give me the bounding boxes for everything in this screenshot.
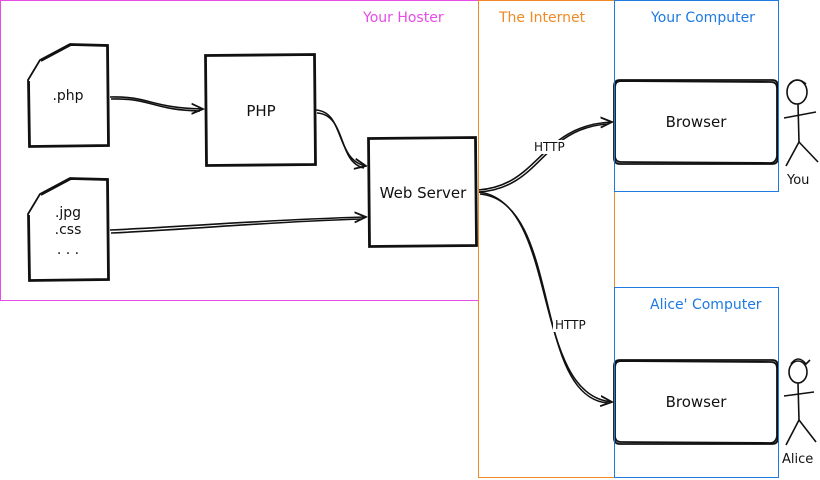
arrow-php-file-to-php bbox=[109, 96, 203, 109]
static-file-label-css: .css bbox=[54, 222, 82, 238]
static-file-label-jpg: .jpg bbox=[54, 205, 82, 221]
web-server-box-shape bbox=[367, 136, 478, 248]
zone-the-internet bbox=[478, 0, 615, 478]
edge-label-http-you: HTTP bbox=[532, 140, 567, 154]
person-label-alice: Alice bbox=[782, 452, 814, 467]
zone-your-computer bbox=[614, 0, 779, 192]
zone-label-your-computer: Your Computer bbox=[651, 10, 755, 26]
static-file-label-ellipsis: . . . bbox=[56, 242, 80, 258]
edge-label-http-alice: HTTP bbox=[553, 318, 588, 332]
php-node-label: PHP bbox=[246, 102, 276, 120]
php-file-shape bbox=[27, 43, 110, 148]
zone-label-the-internet: The Internet bbox=[499, 10, 586, 26]
alice-stick-figure bbox=[783, 358, 817, 446]
zone-alice-computer bbox=[614, 287, 779, 478]
zone-label-alice-computer: Alice' Computer bbox=[650, 297, 762, 313]
arrow-web-server-to-browser-you bbox=[477, 122, 612, 191]
arrow-static-to-web-server bbox=[109, 217, 366, 231]
zone-label-your-hoster: Your Hoster bbox=[363, 10, 444, 26]
person-label-you: You bbox=[787, 173, 810, 188]
browser-alice-label: Browser bbox=[665, 393, 727, 411]
web-server-node-label: Web Server bbox=[379, 184, 467, 202]
php-file-label: .php bbox=[52, 88, 84, 104]
php-box-shape bbox=[204, 53, 317, 167]
you-stick-figure bbox=[783, 79, 819, 167]
static-file-shape bbox=[27, 177, 110, 282]
browser-you-label: Browser bbox=[665, 113, 727, 131]
